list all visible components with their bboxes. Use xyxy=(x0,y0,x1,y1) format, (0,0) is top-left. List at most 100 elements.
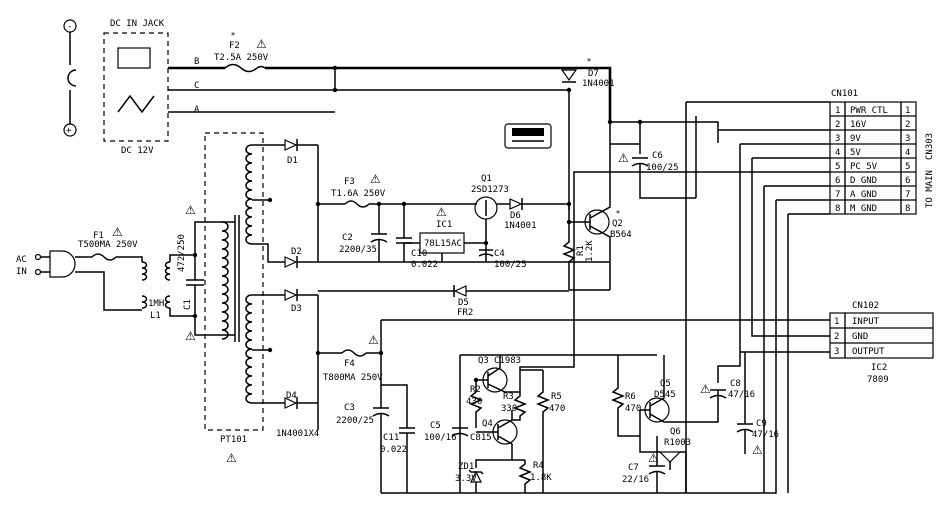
plus-sign: + xyxy=(66,126,72,136)
cn101-pin-1: 1 PWR CTL 1 xyxy=(830,106,916,117)
d6-value: 1N4001 xyxy=(504,221,537,231)
cn102-pin-3-num: 3 xyxy=(834,347,839,357)
capacitor-c3: C3 2200/25 xyxy=(336,370,390,493)
q2-ref: Q2 xyxy=(612,219,623,229)
f3-warning-icon: ⚠ xyxy=(370,172,381,186)
cn101-pin-6-label: D GND xyxy=(850,176,877,186)
cn101-pin-5: 5 PC 5V 5 xyxy=(830,162,916,173)
cn102-pin-2-num: 2 xyxy=(834,332,839,342)
capacitor-c4: C4 100/25 xyxy=(478,240,527,270)
resistor-r6: R6 470 xyxy=(610,355,641,437)
c9-warning-icon: ⚠ xyxy=(752,443,763,457)
fuse-f3: F3 T1.6A 250V ⚠ xyxy=(331,172,386,208)
cn102-pin-3-label: OUTPUT xyxy=(852,347,885,357)
c11-ref: C11 xyxy=(383,433,399,443)
cn101-pin-8-num: 8 xyxy=(835,204,840,214)
diode-d4: D4 1N4001X4 xyxy=(276,391,319,439)
ac-input: AC IN xyxy=(16,250,142,311)
connector-cn102: CN102 1 INPUT 2 GND 3 OUTPUT IC2 7809 xyxy=(829,301,934,385)
q2-part: B564 xyxy=(610,230,632,240)
q3-part: C1983 xyxy=(494,356,521,366)
fuse-f1: F1 T500MA 250V ⚠ xyxy=(78,225,143,262)
fuse-f2: F2 T2.5A 250V * ⚠ xyxy=(214,31,269,73)
jack-pin-a: A xyxy=(194,105,200,115)
cn102-ref: CN102 xyxy=(852,301,879,311)
capacitor-c2: C2 2200/35 xyxy=(339,204,388,262)
pt101-outline xyxy=(204,132,264,431)
l1-ref: L1 xyxy=(150,311,161,321)
connector-cn101: CN101 1 PWR CTL 1 2 16V 2 3 9V 3 4 5V 4 xyxy=(829,89,935,215)
q4-ref: Q4 xyxy=(482,419,493,429)
transformer-pt101: PT101 ⚠ xyxy=(204,132,285,465)
capacitor-c7: C7 22/16 ⚠ xyxy=(622,436,666,493)
capacitor-c8: C8 47/16 ⚠ xyxy=(686,352,755,423)
cn101-pin-7-label: A GND xyxy=(850,190,877,200)
c5-value: 100/16 xyxy=(424,433,457,443)
logo-box xyxy=(504,123,552,149)
cn101-pin-4-num-r: 4 xyxy=(905,148,910,158)
cn102-pin-2: 2 GND xyxy=(834,332,868,342)
ac-plug-symbol xyxy=(49,250,76,278)
jack-pin-b: B xyxy=(194,57,199,67)
r1-value: 1.2K xyxy=(585,240,595,262)
cn101-pin-2-num: 2 xyxy=(835,120,840,130)
cn102-pin-2-label: GND xyxy=(852,332,868,342)
q6-ref: Q6 xyxy=(670,427,681,437)
resistor-r5: R5 470 xyxy=(519,369,565,493)
cn101-pin-2-num-r: 2 xyxy=(905,120,910,130)
d7-symbol xyxy=(560,69,578,82)
cn101-pin-3-label: 9V xyxy=(850,134,861,144)
ac-in-label: IN xyxy=(16,267,27,277)
c6-ref: C6 xyxy=(652,151,663,161)
cn101-pin-1-num-r: 1 xyxy=(905,106,910,116)
top-rails xyxy=(168,65,640,210)
c3-value: 2200/25 xyxy=(336,416,374,426)
cn101-pin-5-num: 5 xyxy=(835,162,840,172)
wire-9v-out xyxy=(519,171,830,370)
fuse-f3-rating: T1.6A 250V xyxy=(331,189,386,199)
c10-ref: C10 xyxy=(411,249,427,259)
fuse-f1-ref: F1 xyxy=(93,231,104,241)
c6-value: 100/25 xyxy=(646,163,679,173)
capacitor-c6: C6 100/25 ⚠ xyxy=(618,122,696,199)
zener-zd1: ZD1 3.3V xyxy=(455,456,513,493)
c8-warning-icon: ⚠ xyxy=(700,382,711,396)
pt101-warning-icon: ⚠ xyxy=(226,451,237,465)
cn101-pin-3: 3 9V 3 xyxy=(830,134,916,145)
ic1-ref: IC1 xyxy=(436,220,452,230)
c6-warning-icon: ⚠ xyxy=(618,151,629,165)
c10-value: 0.022 xyxy=(411,260,438,270)
q1-part: 2SD1273 xyxy=(471,185,509,195)
c2-value: 2200/35 xyxy=(339,245,377,255)
pt101-primary xyxy=(221,221,229,340)
c11-value: 0.022 xyxy=(380,445,407,455)
diode-d5: D5 FR2 xyxy=(318,285,569,318)
r4-value: 1.8K xyxy=(530,473,552,483)
c4-value: 100/25 xyxy=(494,260,527,270)
resistor-r4: R4 1.8K xyxy=(512,459,552,493)
transistor-q1: Q1 2SD1273 xyxy=(471,174,510,262)
cn101-pin-4-label: 5V xyxy=(850,148,861,158)
q2-body xyxy=(584,209,610,235)
d6-ref: D6 xyxy=(510,211,521,221)
q5-ref: Q5 xyxy=(660,379,671,389)
ic1-part: 78L15AC xyxy=(424,239,462,249)
logo-mark xyxy=(512,128,544,136)
ac-neutral-wire xyxy=(75,271,142,311)
d5-value: FR2 xyxy=(457,308,473,318)
cn101-pin-6-num-r: 6 xyxy=(905,176,910,186)
c1-warning-icon: ⚠ xyxy=(185,203,196,217)
cn101-mate: CN303 xyxy=(925,133,935,160)
resistor-r2: R2 430 xyxy=(466,380,484,428)
zd1-value: 3.3V xyxy=(455,474,477,484)
d7-value: 1N4001 xyxy=(582,79,615,89)
cn102-pin-3: 3 OUTPUT xyxy=(834,347,885,357)
cn101-pin-3-num-r: 3 xyxy=(905,134,910,144)
jack-barrel xyxy=(67,69,77,87)
c7-value: 22/16 xyxy=(622,475,649,485)
r4-ref: R4 xyxy=(533,461,544,471)
c5-ref: C5 xyxy=(430,421,441,431)
cn101-pin-8: 8 M GND 8 xyxy=(835,204,910,214)
